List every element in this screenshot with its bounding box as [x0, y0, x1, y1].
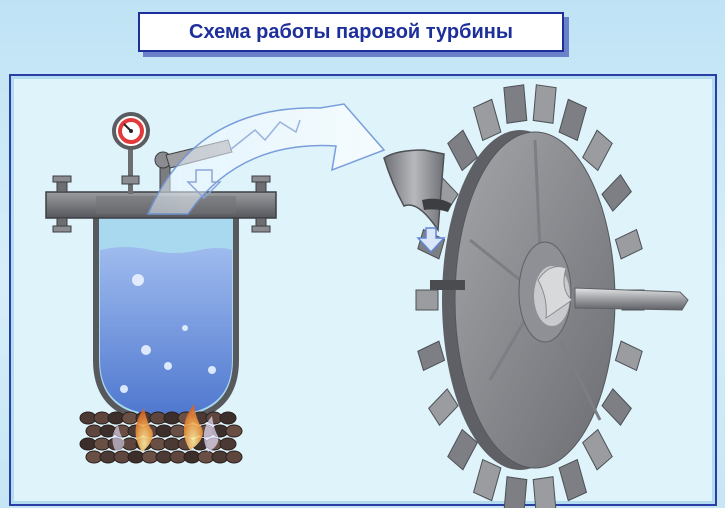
flame-icon: [112, 404, 219, 452]
turbine-blade: [415, 289, 439, 311]
turbine-blade: [472, 458, 502, 502]
turbine-blade: [472, 98, 502, 142]
turbine-shaft: [430, 280, 689, 311]
turbine-blade: [417, 340, 446, 372]
boiler-lid: [45, 175, 277, 233]
coal-piece: [225, 424, 243, 438]
diagram-title: Схема работы паровой турбины: [189, 20, 513, 43]
turbine-blade: [532, 84, 557, 124]
boiler: [93, 207, 239, 424]
turbine-blade: [614, 340, 643, 372]
coal-piece: [225, 450, 243, 464]
turbine-wheel-icon: [415, 84, 645, 508]
bubble: [141, 345, 151, 355]
bubble: [132, 274, 144, 286]
turbine-blade: [447, 428, 478, 471]
bubble: [182, 325, 188, 331]
turbine-blade: [428, 388, 459, 426]
turbine-blade: [558, 458, 588, 502]
turbine-blade: [601, 388, 632, 426]
turbine-blade: [582, 129, 613, 172]
turbine-blade: [447, 129, 478, 172]
bubble: [164, 362, 172, 370]
turbine-blade: [601, 174, 632, 212]
nozzle-icon: [383, 149, 452, 254]
coal-piece: [219, 411, 237, 425]
turbine-blade: [532, 476, 557, 508]
boiler-water: [100, 247, 232, 415]
turbine-blade: [503, 476, 528, 508]
steam-arrow-icon: [146, 103, 386, 215]
bubble: [120, 385, 128, 393]
pressure-gauge-icon: [112, 112, 150, 194]
coal-piece: [219, 437, 237, 451]
title-box: Схема работы паровой турбины: [138, 12, 564, 52]
bubble: [208, 366, 216, 374]
turbine-blade: [503, 84, 528, 124]
turbine-blade: [582, 428, 613, 471]
turbine-blade: [558, 98, 588, 142]
turbine-blade: [614, 228, 643, 260]
